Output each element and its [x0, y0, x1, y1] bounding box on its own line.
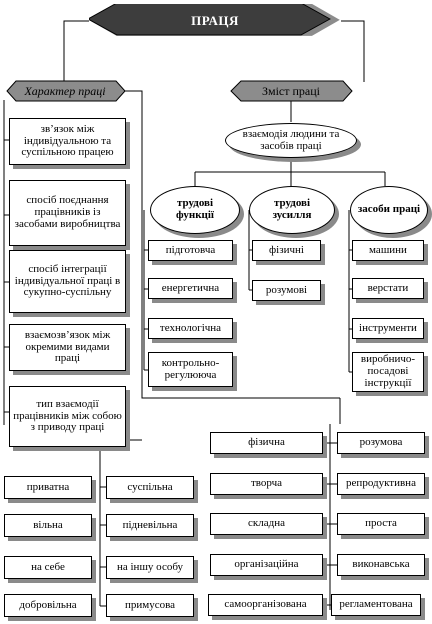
content-pair-left-2: творча	[210, 473, 323, 495]
character-item-1: зв’язок між індивідуальною та суспільною…	[9, 118, 126, 165]
character-pair-left-3: на себе	[4, 556, 92, 579]
content-pair-right-4: виконавська	[337, 554, 425, 576]
means-oval: засоби праці	[350, 186, 428, 234]
character-item-3: спосіб інтеграції індивідуальної праці в…	[9, 250, 126, 313]
character-pair-right-3: на іншу особу	[106, 556, 194, 579]
means-item-1: машини	[352, 240, 424, 261]
character-pair-left-1: приватна	[4, 476, 92, 499]
means-item-3: інструменти	[352, 318, 424, 339]
function-item-4: контрольно-регулююча	[148, 352, 233, 387]
content-header-label: Зміст праці	[261, 83, 320, 98]
character-pair-left-4: добровільна	[4, 594, 92, 617]
content-pair-right-1: розумова	[337, 432, 425, 454]
content-pair-left-4: організаційна	[210, 554, 323, 576]
character-pair-left-2: вільна	[4, 514, 92, 537]
content-pair-left-5: самоорганізована	[208, 594, 323, 616]
means-item-2: верстати	[352, 278, 424, 299]
character-item-2: спосіб поєднання працівників із засобами…	[9, 180, 126, 246]
function-item-1: підготовча	[148, 240, 233, 261]
interaction-oval: взаємодія людини та засобів праці	[225, 123, 357, 158]
content-header: Зміст праці	[229, 80, 353, 102]
functions-oval: трудові функції	[150, 186, 240, 234]
means-item-4: виробничо-посадові інструкції	[352, 352, 424, 392]
character-pair-right-4: примусова	[106, 594, 194, 617]
character-item-4: взаємозв’язок між окремими видами праці	[9, 324, 126, 371]
content-pair-left-1: фізична	[210, 432, 323, 454]
effort-item-1: фізичні	[252, 240, 321, 261]
diagram-title: ПРАЦЯ	[191, 13, 239, 28]
content-pair-right-5: регламентована	[331, 594, 421, 616]
efforts-oval: трудові зусилля	[249, 186, 335, 234]
function-item-3: технологічна	[148, 318, 233, 339]
character-pair-right-2: підневільна	[106, 514, 194, 537]
content-pair-left-3: складна	[210, 513, 323, 535]
content-pair-right-3: проста	[337, 513, 425, 535]
content-pair-right-2: репродуктивна	[337, 473, 425, 495]
effort-item-2: розумові	[252, 280, 321, 301]
character-header-label: Характер праці	[24, 83, 106, 98]
character-pair-right-1: суспільна	[106, 476, 194, 499]
title-hexagon: ПРАЦЯ	[89, 4, 341, 38]
character-header: Характер праці	[4, 80, 126, 102]
function-item-2: енергетична	[148, 278, 233, 299]
character-item-5: тип взаємодії працівників між собою з пр…	[9, 386, 126, 447]
